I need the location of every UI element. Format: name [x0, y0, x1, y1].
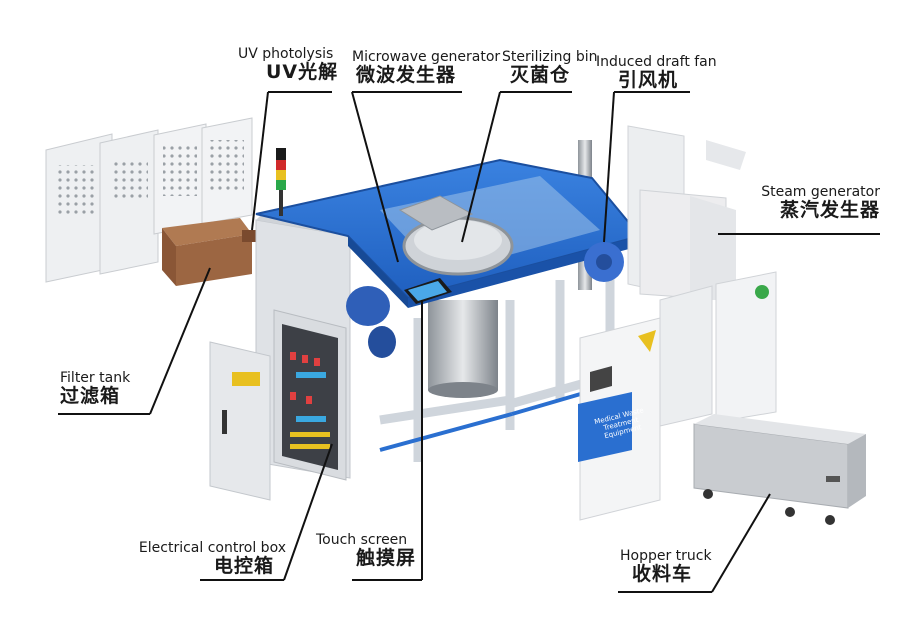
label-control-zh: 电控箱 [213, 555, 274, 578]
label-hopper-zh: 收料车 [632, 563, 693, 586]
label-uv-en: UV photolysis [238, 46, 334, 62]
right-panels [578, 125, 777, 521]
label-sterilizing-zh: 灭菌仓 [510, 64, 571, 87]
label-electrical-control-box: Electrical control box 电控箱 [124, 540, 286, 578]
perforated-panels-left [45, 117, 253, 283]
label-sterilizing-en: Sterilizing bin [502, 49, 598, 65]
label-microwave-generator: Microwave generator 微波发生器 [352, 49, 500, 87]
label-microwave-en: Microwave generator [352, 49, 501, 65]
warning-light [276, 148, 286, 216]
label-filter-tank: Filter tank 过滤箱 [60, 370, 130, 408]
filter-tank [162, 218, 260, 286]
label-steam-zh: 蒸汽发生器 [779, 199, 880, 222]
touch-screen-device [404, 278, 452, 304]
induced-fan [584, 242, 624, 282]
label-touch-en: Touch screen [316, 532, 408, 548]
label-control-en: Electrical control box [138, 540, 286, 556]
label-fan-zh: 引风机 [618, 69, 679, 92]
label-fan-en: Induced draft fan [596, 54, 717, 70]
label-uv-zh: UV光解 [266, 61, 339, 84]
label-filter-zh: 过滤箱 [60, 385, 121, 408]
label-touch-zh: 触摸屏 [356, 547, 417, 570]
control-box [209, 309, 347, 501]
label-steam-generator: Steam generator 蒸汽发生器 [752, 184, 880, 222]
sterilizing-drum [428, 300, 498, 398]
label-microwave-zh: 微波发生器 [356, 64, 457, 87]
label-touch-screen: Touch screen 触摸屏 [316, 532, 416, 570]
leader-lines [58, 91, 880, 593]
label-induced-draft-fan: Induced draft fan 引风机 [596, 54, 717, 92]
label-hopper-truck: Hopper truck 收料车 [620, 548, 712, 586]
label-filter-en: Filter tank [60, 370, 131, 386]
label-steam-en: Steam generator [761, 184, 880, 200]
label-uv-photolysis: UV photolysis UV光解 [238, 46, 338, 84]
label-sterilizing-bin: Sterilizing bin 灭菌仓 [502, 49, 598, 87]
sterilizing-lid [398, 195, 514, 276]
microwave-motors [346, 286, 396, 358]
label-hopper-en: Hopper truck [620, 548, 712, 564]
hopper-truck-device [693, 414, 866, 525]
